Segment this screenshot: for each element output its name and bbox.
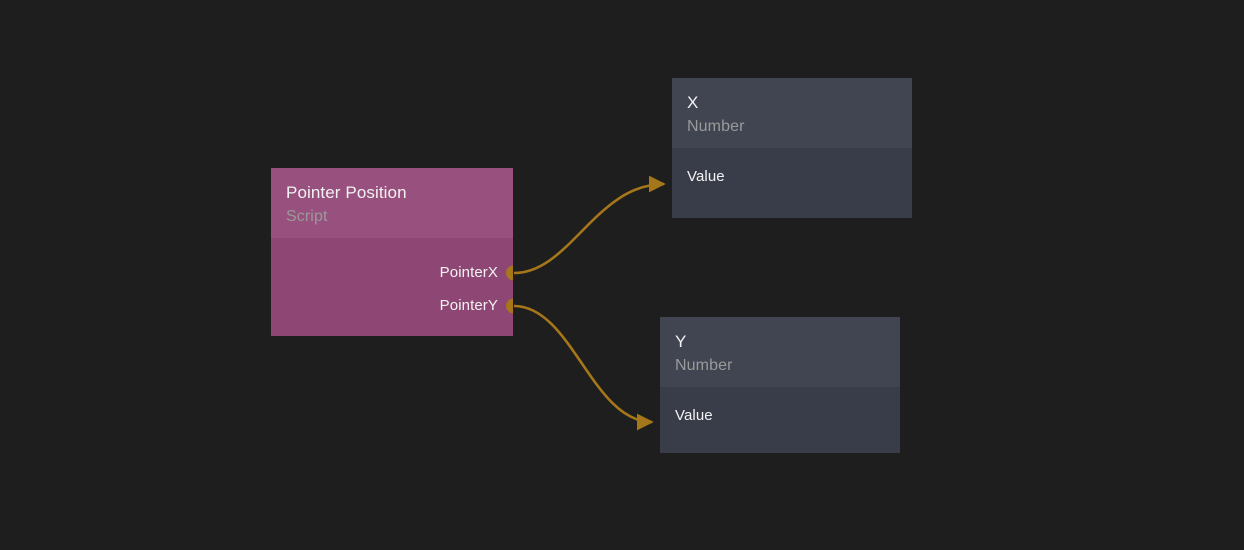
node-body-x-number: Value (672, 148, 912, 218)
node-header-x-number[interactable]: X Number (672, 78, 912, 148)
node-x-number[interactable]: X Number Value (672, 78, 912, 218)
node-subtitle: Number (687, 118, 745, 135)
input-port-row-value[interactable]: Value (672, 160, 912, 192)
node-title: Y (675, 332, 687, 351)
node-title: Pointer Position (286, 183, 407, 202)
node-header-pointer-position[interactable]: Pointer Position Script (271, 168, 513, 238)
node-subtitle: Number (675, 357, 733, 374)
input-port-row-value[interactable]: Value (660, 399, 900, 431)
edge-pointerx-to-x-value[interactable] (513, 175, 666, 275)
output-port-row-pointerx[interactable]: PointerX (271, 256, 513, 289)
node-body-pointer-position: PointerX PointerY (271, 238, 513, 336)
input-port-label-value: Value (687, 167, 725, 185)
node-title: X (687, 93, 699, 112)
node-body-y-number: Value (660, 387, 900, 453)
node-subtitle: Script (286, 208, 328, 225)
output-port-label-pointery: PointerY (439, 297, 498, 314)
output-port-row-pointery[interactable]: PointerY (271, 289, 513, 322)
node-header-y-number[interactable]: Y Number (660, 317, 900, 387)
edge-pointery-to-y-value[interactable] (513, 304, 654, 431)
node-y-number[interactable]: Y Number Value (660, 317, 900, 453)
output-port-connector-pointerx[interactable] (506, 265, 513, 280)
input-port-label-value: Value (675, 406, 713, 424)
output-port-connector-pointery[interactable] (506, 298, 513, 313)
output-port-label-pointerx: PointerX (439, 264, 498, 281)
node-pointer-position[interactable]: Pointer Position Script PointerX Pointer… (271, 168, 513, 336)
